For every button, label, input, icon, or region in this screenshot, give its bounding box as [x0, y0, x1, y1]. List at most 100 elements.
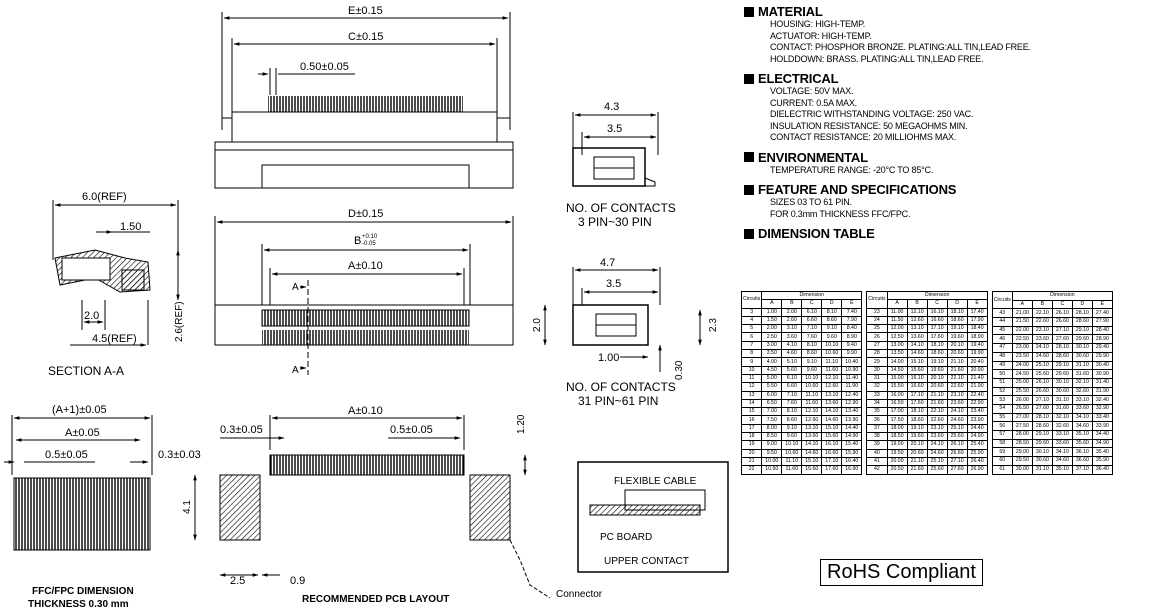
- material-title: MATERIAL: [758, 4, 823, 19]
- svg-text:3.5: 3.5: [606, 278, 621, 290]
- table-cell: 49: [991, 360, 1013, 371]
- table-cell: 7.00: [761, 407, 783, 417]
- feature-line: SIZES 03 TO 61 PIN.: [770, 197, 852, 207]
- top-view: E±0.15 C±0.15 0.50±0.05: [214, 5, 514, 189]
- table-cell: 3.00: [761, 340, 783, 351]
- bullet-icon: [744, 228, 754, 239]
- table-cell: 29.60: [1031, 438, 1053, 449]
- table-cell: 33.60: [1071, 403, 1093, 414]
- table-cell: 31.10: [1051, 395, 1073, 405]
- table-cell: 8.50: [761, 432, 783, 442]
- table-cell: 21.00: [1011, 308, 1033, 319]
- table-cell: 35.40: [1091, 447, 1113, 458]
- svg-text:FLEXIBLE CABLE: FLEXIBLE CABLE: [614, 476, 697, 487]
- svg-text:0.3±0.03: 0.3±0.03: [158, 449, 201, 461]
- table-cell: 13.40: [841, 407, 863, 417]
- ffc-dimension: (A+1)±0.05 A±0.05 0.5±0.05 0.3±0.03 FFC/…: [4, 404, 201, 610]
- dim-a-label: A±0.10: [348, 260, 383, 272]
- table-cell: 18: [740, 432, 763, 442]
- table-cell: 22.10: [1031, 308, 1053, 319]
- table-cell: 4.50: [761, 365, 783, 375]
- dim-e-label: E±0.15: [348, 5, 383, 17]
- section-a-a: 6.0(REF) 1.50 2.0 4.5(REF) 2.6(REF) SECT…: [48, 191, 185, 378]
- table-cell: 9.40: [841, 340, 863, 351]
- table-cell: 32.10: [1051, 412, 1073, 423]
- table-cell: 18.10: [946, 307, 968, 317]
- table-cell: 20.00: [886, 456, 908, 467]
- table-cell: 23.00: [1011, 343, 1033, 353]
- table-cell: 28.10: [1031, 412, 1053, 423]
- table-cell: 10.60: [821, 349, 843, 359]
- table-cell: 25.60: [926, 465, 948, 475]
- svg-text:1.20: 1.20: [516, 414, 527, 434]
- table-cell: 14.10: [801, 440, 823, 450]
- table-cell: 32.90: [1091, 403, 1113, 414]
- table-cell: 41: [866, 456, 888, 467]
- table-cell: 20.90: [966, 365, 988, 375]
- table-cell: 19.90: [966, 349, 988, 359]
- table-cell: 33.60: [1051, 438, 1073, 449]
- table-cell: 16.10: [906, 373, 928, 384]
- table-cell: 24.60: [1031, 351, 1053, 362]
- table-cell: 16.40: [841, 456, 863, 467]
- table-cell: 37: [866, 423, 888, 434]
- material-line: HOLDDOWN: BRASS. PLATING:ALL TIN,LEAD FR…: [770, 53, 984, 64]
- electrical-line: CURRENT: 0.5A MAX.: [770, 97, 857, 108]
- table-cell: 6.60: [781, 382, 803, 392]
- side-view-3-30: 4.3 3.5 NO. OF CONTACTS 3 PIN~30 PIN: [566, 101, 676, 229]
- table-cell: 1.00: [761, 307, 783, 317]
- contact-legend: FLEXIBLE CABLE PC BOARD UPPER CONTACT: [577, 461, 729, 573]
- table-cell: 24.10: [946, 407, 968, 417]
- table-cell: 6.10: [801, 307, 823, 317]
- table-cell: 21.10: [906, 456, 928, 467]
- table-cell: 7: [740, 340, 763, 351]
- table-cell: 40: [866, 448, 888, 458]
- svg-text:0.9: 0.9: [290, 575, 305, 587]
- cut-label-top: A: [292, 282, 299, 293]
- table-cell: 33.10: [1051, 430, 1073, 440]
- table-cell: 14.60: [906, 349, 928, 359]
- table-cell: 8.10: [781, 407, 803, 417]
- table-cell: 33.40: [1091, 412, 1113, 423]
- svg-text:2.0: 2.0: [532, 318, 543, 332]
- table-cell: 22.10: [946, 373, 968, 384]
- table-cell: 7.60: [781, 398, 803, 409]
- table-cell: 33.90: [1091, 421, 1113, 431]
- table-cell: 15.90: [841, 448, 863, 458]
- table-cell: 14.40: [841, 423, 863, 434]
- table-cell: 12.60: [821, 382, 843, 392]
- table-cell: 27.90: [1091, 317, 1113, 327]
- column-header: A: [761, 299, 783, 309]
- table-cell: 51: [991, 377, 1013, 388]
- svg-text:0.5±0.05: 0.5±0.05: [390, 424, 433, 436]
- table-cell: 25.50: [1011, 386, 1033, 397]
- table-cell: 6.00: [761, 390, 783, 400]
- table-cell: 13.50: [886, 349, 908, 359]
- column-header: B: [1031, 299, 1053, 310]
- table-cell: 53: [991, 395, 1013, 405]
- table-cell: 20.10: [946, 340, 968, 351]
- table-cell: 28.90: [1091, 334, 1113, 345]
- table-cell: 30.40: [1091, 360, 1113, 371]
- table-cell: 23.10: [946, 390, 968, 400]
- table-cell: 20.50: [886, 465, 908, 475]
- table-cell: 12: [740, 382, 763, 392]
- table-cell: 27.00: [1011, 412, 1033, 423]
- table-cell: 32.10: [1071, 377, 1093, 388]
- table-cell: 14.60: [821, 415, 843, 425]
- table-cell: 29.10: [1051, 360, 1073, 371]
- table-cell: 24.90: [966, 432, 988, 442]
- table-cell: 13.10: [821, 390, 843, 400]
